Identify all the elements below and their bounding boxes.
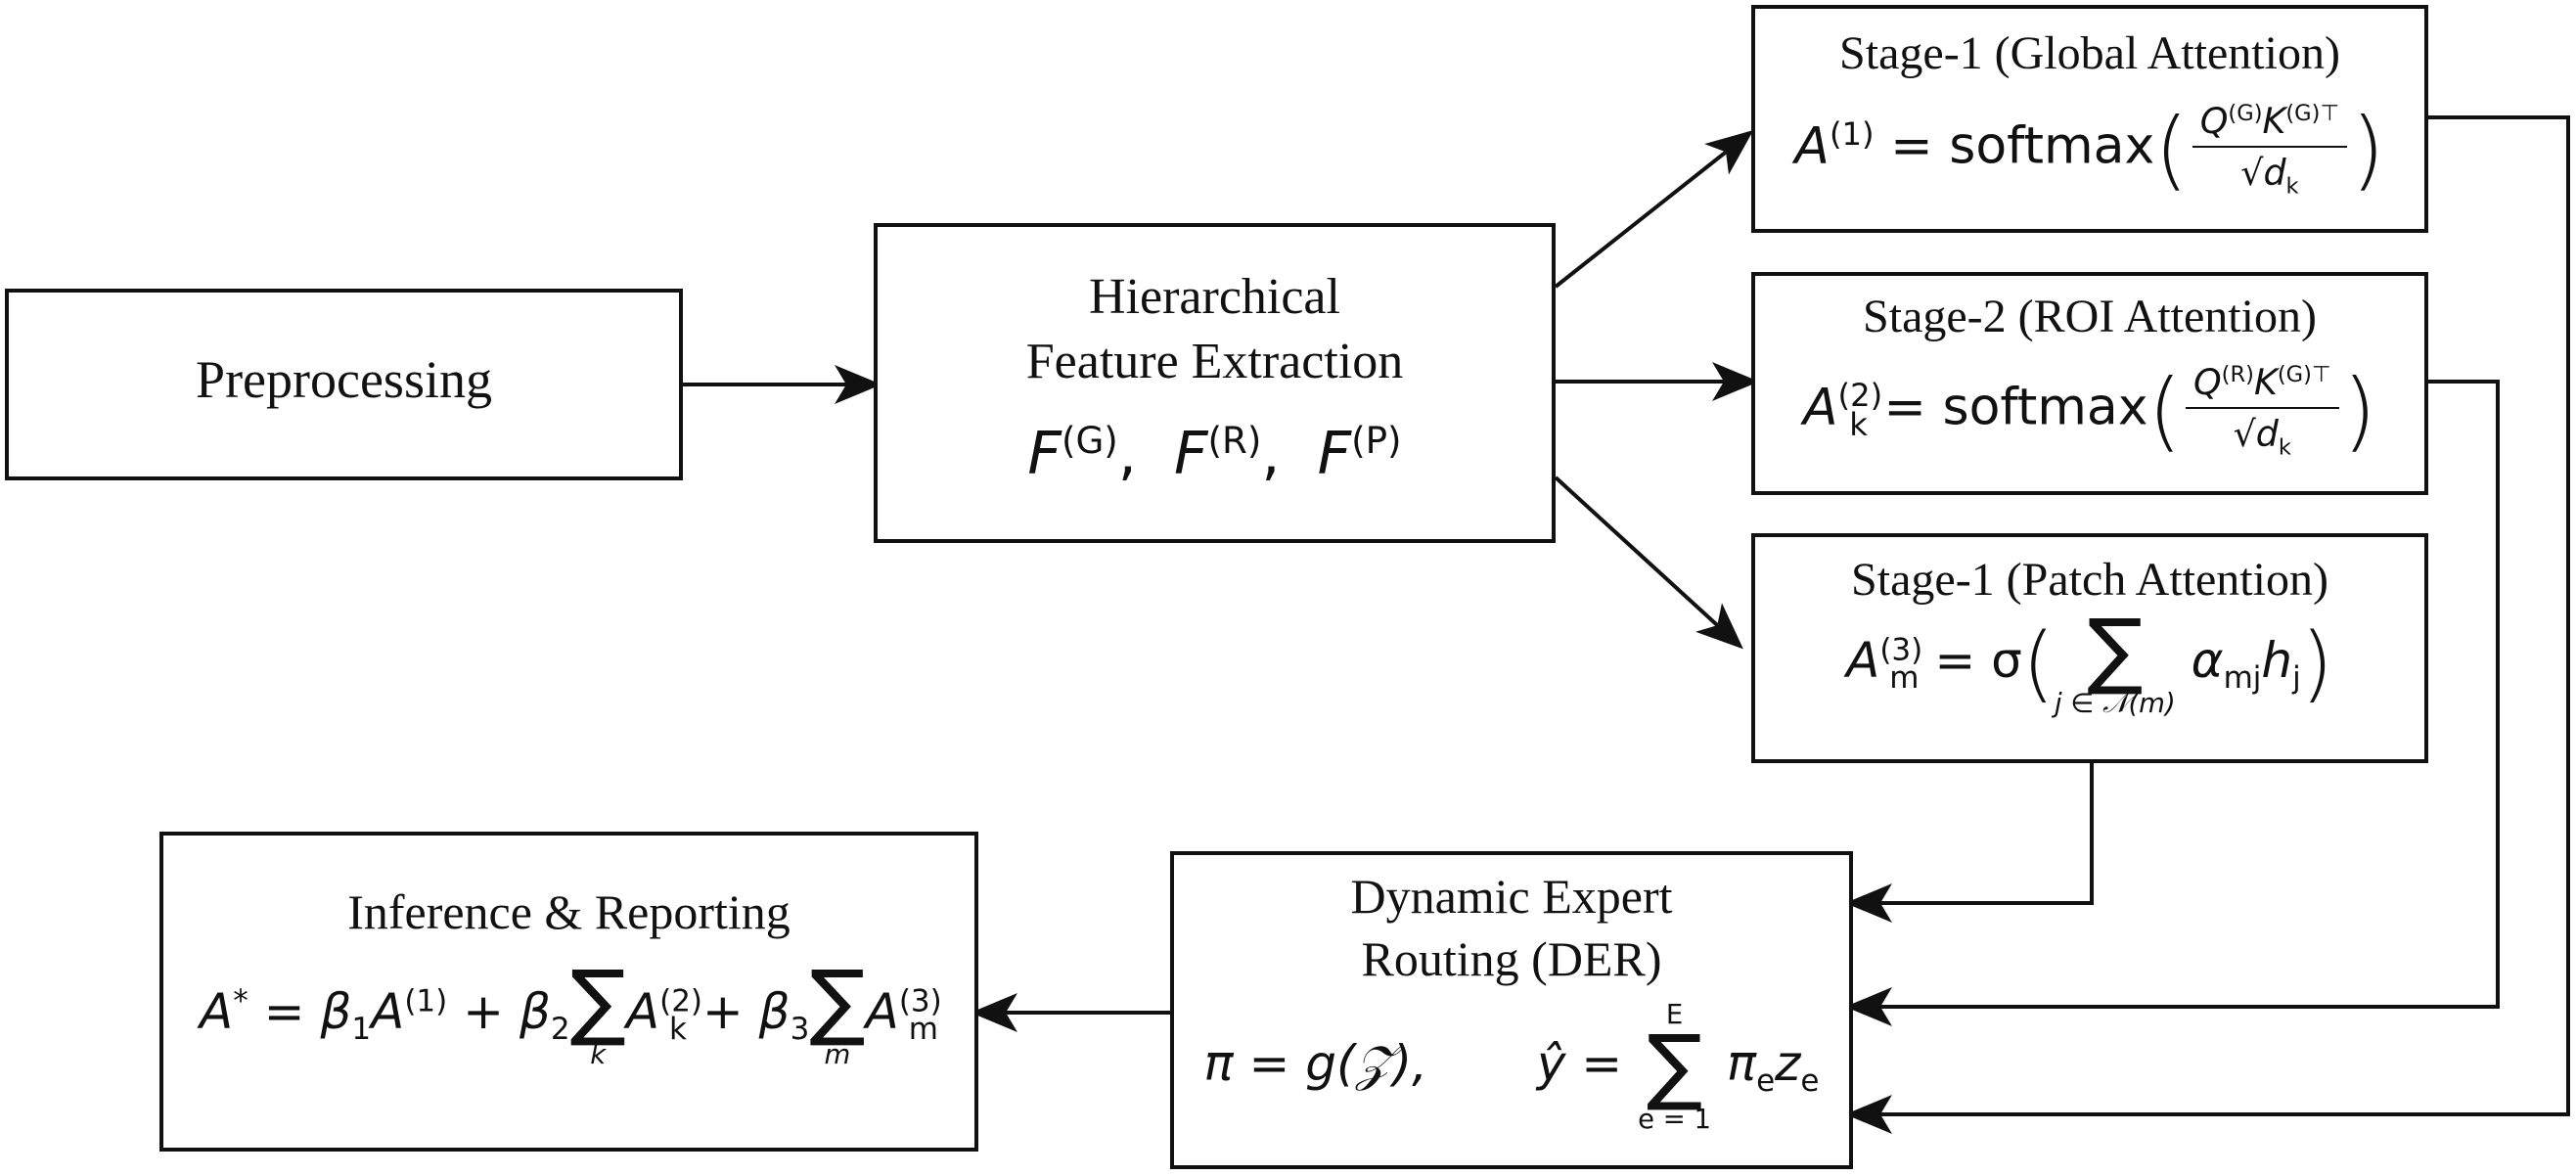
- stage-roi-attention-box: Stage-2 (ROI Attention) A(2)k = softmax(…: [1751, 272, 2428, 495]
- der-formula: π = g(𝒵), ŷ = E∑e = 1 πeze: [1203, 999, 1820, 1135]
- stage-global-attention-box: Stage-1 (Global Attention) A(1) = softma…: [1751, 5, 2428, 233]
- dynamic-expert-routing-box: Dynamic Expert Routing (DER) π = g(𝒵), ŷ…: [1170, 851, 1853, 1169]
- arrow-features-to-patch: [1554, 475, 1743, 650]
- arrow-global-to-der: [1845, 115, 2570, 1134]
- inference-reporting-box: Inference & Reporting A* = β1A(1) + β2∑k…: [159, 832, 978, 1152]
- preprocessing-label: Preprocessing: [196, 350, 492, 409]
- der-title-line1: Dynamic Expert: [1350, 869, 1673, 924]
- arrow-patch-to-der: [1845, 763, 2094, 923]
- stage-global-title: Stage-1 (Global Attention): [1839, 27, 2340, 79]
- der-title-line2: Routing (DER): [1361, 931, 1662, 986]
- stage-patch-title: Stage-1 (Patch Attention): [1851, 554, 2328, 606]
- inference-title: Inference & Reporting: [347, 884, 791, 939]
- feature-extraction-title-line1: Hierarchical: [1089, 269, 1340, 325]
- feature-outputs-formula: F(G), F(R), F(P): [1027, 419, 1402, 488]
- feature-extraction-box: Hierarchical Feature Extraction F(G), F(…: [874, 223, 1556, 543]
- stage-patch-attention-box: Stage-1 (Patch Attention) A(3)m = σ(∑j ∈…: [1751, 533, 2428, 763]
- stage-global-formula: A(1) = softmax(Q(G)K(G)⊤√dk): [1794, 99, 2385, 200]
- stage-roi-title: Stage-2 (ROI Attention): [1863, 291, 2317, 342]
- stage-roi-formula: A(2)k = softmax(Q(R)K(G)⊤√dk): [1802, 360, 2377, 461]
- arrow-features-to-global: [1554, 130, 1754, 289]
- stage-patch-formula: A(3)m = σ(∑j ∈ 𝒩(m) αmjhj): [1846, 602, 2333, 719]
- feature-extraction-title-line2: Feature Extraction: [1025, 334, 1404, 389]
- preprocessing-box: Preprocessing: [5, 289, 683, 480]
- arrow-roi-to-der: [1845, 380, 2500, 1026]
